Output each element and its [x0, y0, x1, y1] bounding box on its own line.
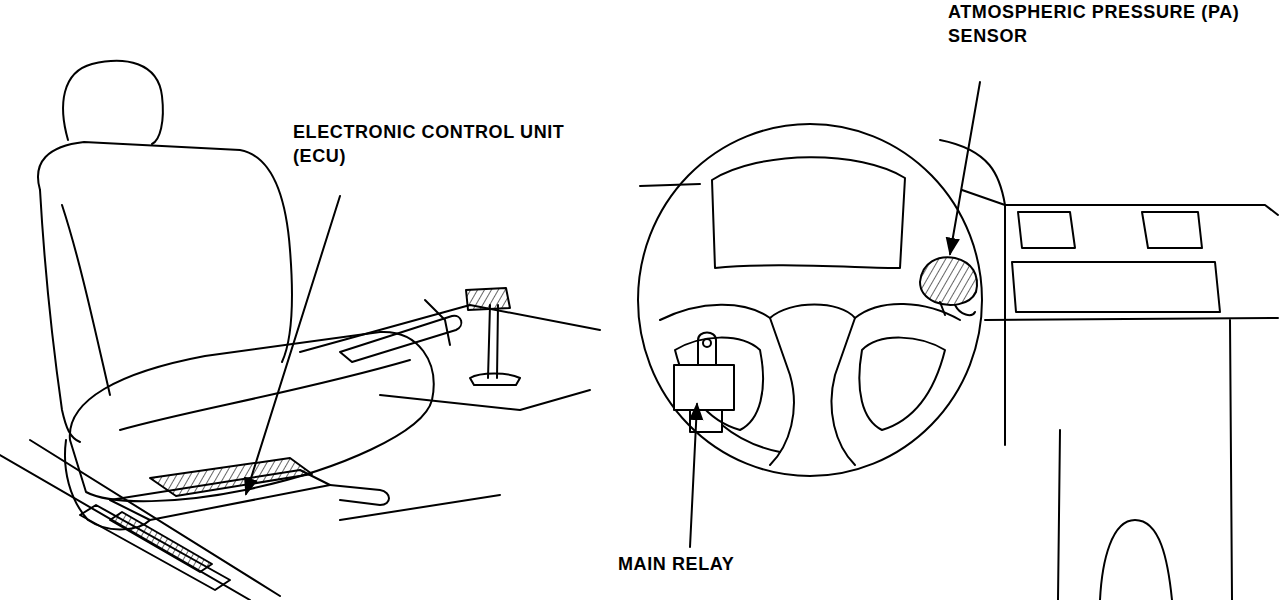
pa-sensor [920, 257, 977, 305]
steering-wheel-spoke [660, 305, 794, 465]
floor-line [340, 495, 500, 520]
air-vent [1018, 212, 1075, 248]
part-label: MAIN RELAY [618, 552, 788, 576]
main-relay-tab [698, 333, 716, 366]
steering-wheel-inner [712, 157, 905, 268]
gear-knob [1100, 520, 1172, 600]
center-panel [1012, 262, 1220, 312]
seat-side-bolster [65, 440, 150, 529]
ecu-box [150, 458, 312, 496]
main-relay [674, 365, 734, 410]
part-label: ATMOSPHERIC PRESSURE (PA) SENSOR [948, 0, 1270, 48]
seat-rail [30, 440, 280, 596]
seat-backrest [40, 190, 80, 442]
seat-cushion-seam [120, 360, 410, 430]
dashboard-line [640, 184, 700, 186]
leader-line [246, 196, 340, 494]
main-relay-tab-hole [703, 339, 711, 347]
air-vent [1142, 212, 1202, 248]
leader-line [690, 404, 697, 547]
shift-boot [470, 374, 520, 386]
steering-wheel-hole [675, 338, 763, 430]
seat-rail [0, 455, 250, 600]
dashboard-line [962, 190, 1278, 215]
dashboard-line [985, 318, 1278, 320]
steering-wheel-hole [859, 338, 945, 430]
dashboard-line [1004, 205, 1006, 445]
leader-line [950, 82, 980, 254]
main-relay-wire [722, 425, 780, 452]
headrest [63, 61, 163, 144]
steering-wheel-hub [770, 305, 855, 319]
seat-rail [80, 505, 230, 590]
pa-sensor-bracket [940, 302, 975, 315]
parking-brake [340, 316, 461, 362]
seat-backrest-side [62, 205, 110, 395]
steering-wheel-rim [638, 124, 982, 476]
shift-lever [488, 305, 498, 378]
console [380, 390, 590, 410]
shift-knob [466, 288, 510, 310]
seat-lever [330, 485, 389, 505]
part-label: ELECTRONIC CONTROL UNIT (ECU) [293, 120, 568, 168]
dashboard-line [940, 140, 1005, 205]
seat-rail-hatch [110, 512, 212, 572]
dashboard-line [1058, 320, 1232, 600]
steering-wheel-spoke [832, 304, 960, 465]
